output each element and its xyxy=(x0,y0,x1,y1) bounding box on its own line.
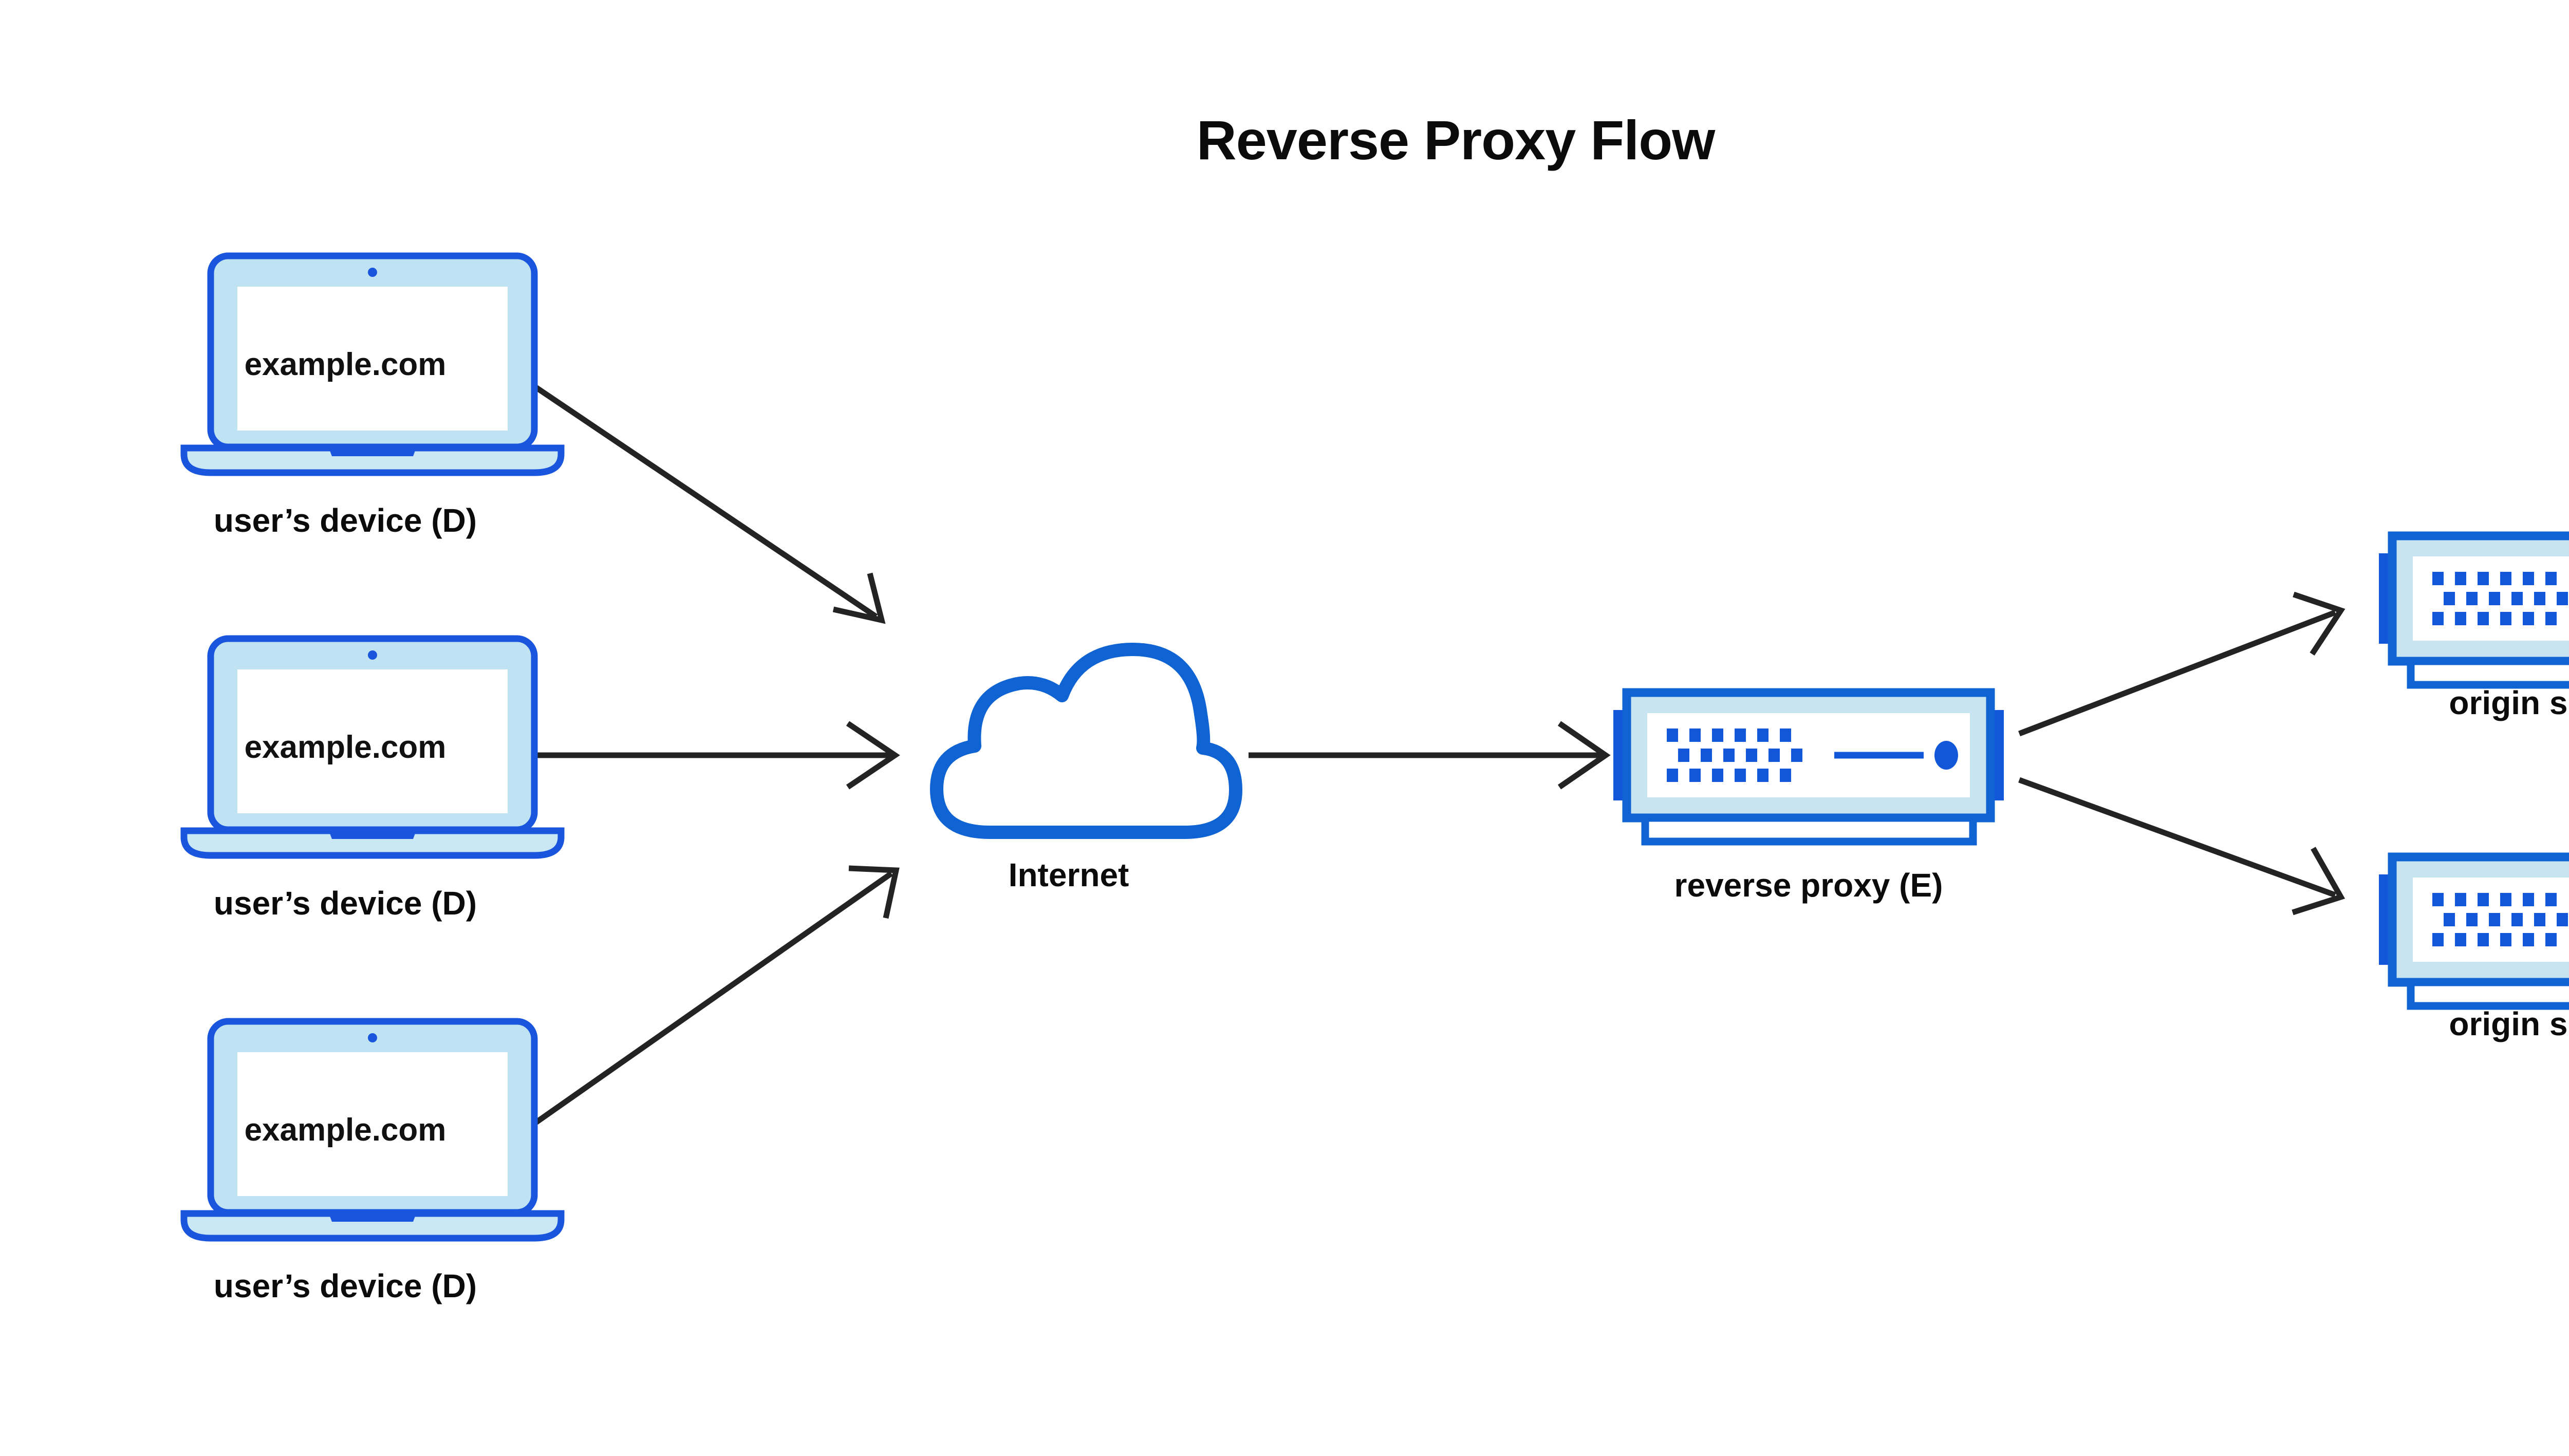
edge-group xyxy=(512,370,2345,1141)
page-title: Reverse Proxy Flow xyxy=(1197,109,1716,171)
server-icon xyxy=(2379,536,2569,685)
client-middle-label: user’s device (D) xyxy=(214,885,477,922)
edge-client-bottom-to-internet xyxy=(512,865,900,1141)
edge-proxy-to-origin-top xyxy=(2018,591,2345,737)
edge-client-top-to-internet xyxy=(512,370,886,624)
client-screen-text: example.com xyxy=(245,730,446,765)
node-origin-bottom[interactable]: origin server (F) xyxy=(2379,857,2569,1042)
edge-internet-to-proxy xyxy=(1249,721,1611,790)
client-screen-text: example.com xyxy=(245,347,446,382)
origin-bottom-label: origin server (F) xyxy=(2449,1005,2569,1042)
node-internet[interactable]: Internet xyxy=(937,649,1236,893)
internet-label: Internet xyxy=(1009,856,1129,893)
node-client-bottom[interactable]: example.com user’s device (D) xyxy=(184,1021,561,1304)
origin-top-label: origin server (F) xyxy=(2449,684,2569,721)
node-client-top[interactable]: example.com user’s device (D) xyxy=(184,256,561,539)
edge-proxy-to-origin-bottom xyxy=(2018,777,2345,916)
server-icon xyxy=(1613,693,2004,842)
client-bottom-label: user’s device (D) xyxy=(214,1267,477,1304)
server-icon xyxy=(2379,857,2569,1006)
client-screen-text: example.com xyxy=(245,1112,446,1148)
node-reverse-proxy[interactable]: reverse proxy (E) xyxy=(1613,693,2004,904)
edge-client-middle-to-internet xyxy=(514,721,900,790)
client-top-label: user’s device (D) xyxy=(214,502,477,539)
node-origin-top[interactable]: origin server (F) xyxy=(2379,536,2569,721)
node-client-middle[interactable]: example.com user’s device (D) xyxy=(184,639,561,922)
cloud-icon xyxy=(937,649,1236,832)
reverse-proxy-label: reverse proxy (E) xyxy=(1674,867,1943,904)
